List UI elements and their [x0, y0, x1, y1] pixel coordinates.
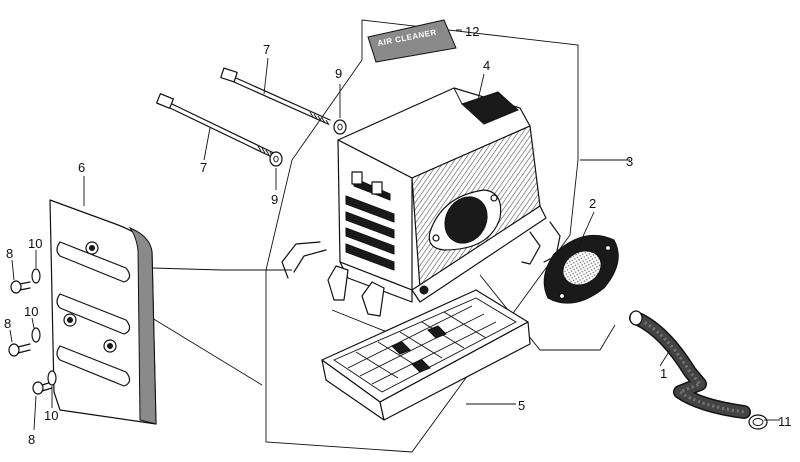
bolt-lower-part-7 — [156, 93, 279, 160]
washer-middle-part-10 — [31, 327, 41, 343]
callout-10-upper: 10 — [28, 236, 42, 251]
case-louvers — [345, 177, 395, 271]
callout-2: 2 — [589, 196, 596, 211]
case-clip — [371, 181, 383, 195]
callout-5: 5 — [518, 398, 525, 413]
washer-lower-part-10 — [47, 370, 57, 386]
gasket-part-2 — [543, 234, 619, 304]
cover-plate-part-6 — [49, 199, 157, 425]
callout-8-upper: 8 — [6, 246, 13, 261]
callout-7-lower: 7 — [200, 160, 207, 175]
callout-7-upper: 7 — [263, 42, 270, 57]
callout-8-lower: 8 — [28, 432, 35, 447]
callout-leaders — [9, 29, 780, 431]
decal-part-12: AIR CLEANER — [367, 19, 457, 63]
breather-tube-part-1 — [629, 310, 751, 419]
tray-grid — [347, 305, 497, 385]
screw-upper-part-8 — [10, 280, 31, 294]
callout-3: 3 — [626, 154, 633, 169]
callout-10-middle: 10 — [24, 304, 38, 319]
callout-9-upper: 9 — [335, 66, 342, 81]
callout-4: 4 — [483, 58, 490, 73]
callout-12: 12 — [465, 24, 479, 39]
callout-8-middle: 8 — [4, 316, 11, 331]
case-clip — [351, 171, 363, 185]
washer-upper-part-9 — [333, 119, 347, 135]
callout-6: 6 — [78, 160, 85, 175]
callout-11: 11 — [778, 414, 792, 429]
callout-labels: 7 7 9 9 4 12 3 2 6 1 5 11 8 10 8 10 8 10 — [4, 24, 792, 447]
element-tray-part-5 — [321, 289, 531, 421]
callout-9-lower: 9 — [271, 192, 278, 207]
case-outlet-flange — [428, 189, 502, 251]
callout-1: 1 — [660, 366, 667, 381]
washer-upper-part-10 — [31, 268, 41, 284]
screw-middle-part-8 — [8, 343, 31, 357]
washer-lower-part-9 — [269, 151, 283, 167]
callout-10-lower: 10 — [44, 408, 58, 423]
clip-part-11 — [748, 414, 768, 430]
air-cleaner-case-part-4 — [281, 87, 561, 317]
bolt-upper-part-7 — [220, 67, 331, 126]
